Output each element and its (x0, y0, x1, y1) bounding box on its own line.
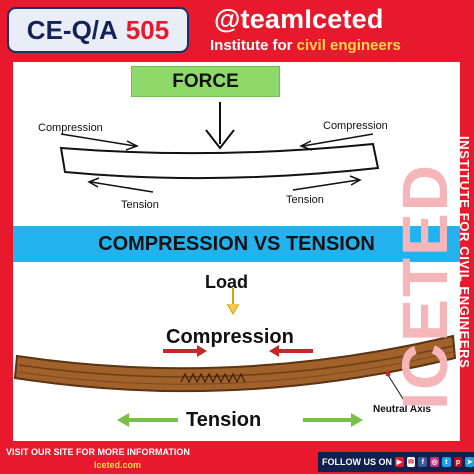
neutral-axis-label: Neutral Axis (373, 404, 431, 415)
tension-arrow-right-icon (292, 175, 362, 191)
brand-tagline: Institute for civil engineers (210, 37, 401, 54)
compression-arrow-right-icon (299, 133, 374, 151)
crack-zigzag (180, 372, 246, 384)
visit-text: VISIT OUR SITE FOR MORE INFORMATION (6, 447, 190, 457)
load-arrow-icon (226, 288, 240, 315)
facebook-icon[interactable]: f (418, 457, 428, 467)
side-tagline: INSTITUTE FOR CIVIL ENGINEERS (457, 136, 472, 369)
content-panel: FORCE Compression Compression Tensi (13, 62, 460, 441)
tagline-emphasis: civil engineers (296, 37, 401, 54)
bent-beam (59, 142, 380, 180)
compression-label: Compression (166, 326, 294, 348)
compression-arrow-left-icon (163, 345, 207, 357)
badge-code: CE-Q/A (26, 14, 118, 45)
brand-handle: @teamIceted (214, 4, 384, 34)
wooden-beam (13, 334, 457, 393)
tagline-prefix: Institute for (210, 37, 297, 54)
telegram-icon[interactable]: ➤ (465, 457, 474, 467)
email-icon[interactable]: ✉ (406, 457, 416, 467)
instagram-icon[interactable]: ◎ (430, 457, 439, 467)
youtube-icon[interactable]: ▶ (395, 457, 404, 467)
footer-info: VISIT OUR SITE FOR MORE INFORMATION Icet… (6, 446, 190, 472)
compression-label-right: Compression (323, 120, 388, 132)
section-title: COMPRESSION VS TENSION (98, 232, 375, 255)
load-label: Load (205, 272, 248, 292)
post-badge: CE-Q/A 505 (7, 7, 189, 53)
tension-arrow-left-icon (87, 177, 154, 193)
section-title-band: COMPRESSION VS TENSION (13, 226, 460, 262)
tension-arrow-left-icon (117, 413, 178, 427)
neutral-axis-pointer-icon (385, 371, 406, 403)
tension-label-left: Tension (121, 199, 159, 211)
follow-bar: FOLLOW US ON ▶ ✉ f ◎ t p ➤ (318, 452, 474, 472)
badge-number: 505 (125, 14, 170, 45)
compression-arrow-left-icon (60, 133, 139, 151)
tension-label-right: Tension (286, 194, 324, 206)
tension-label: Tension (186, 409, 262, 431)
follow-text: FOLLOW US ON (322, 457, 392, 467)
tension-arrow-right-icon (303, 413, 363, 427)
force-label-box: FORCE (131, 66, 280, 97)
force-label: FORCE (172, 70, 239, 92)
twitter-icon[interactable]: t (441, 457, 451, 467)
beam-bending-diagram (59, 102, 380, 193)
force-arrow-icon (205, 102, 235, 150)
compression-label-left: Compression (38, 122, 103, 134)
wood-beam-diagram (13, 288, 457, 427)
website-link[interactable]: Iceted.com (94, 460, 142, 470)
compression-arrow-right-icon (269, 345, 313, 357)
pinterest-icon[interactable]: p (453, 457, 463, 467)
